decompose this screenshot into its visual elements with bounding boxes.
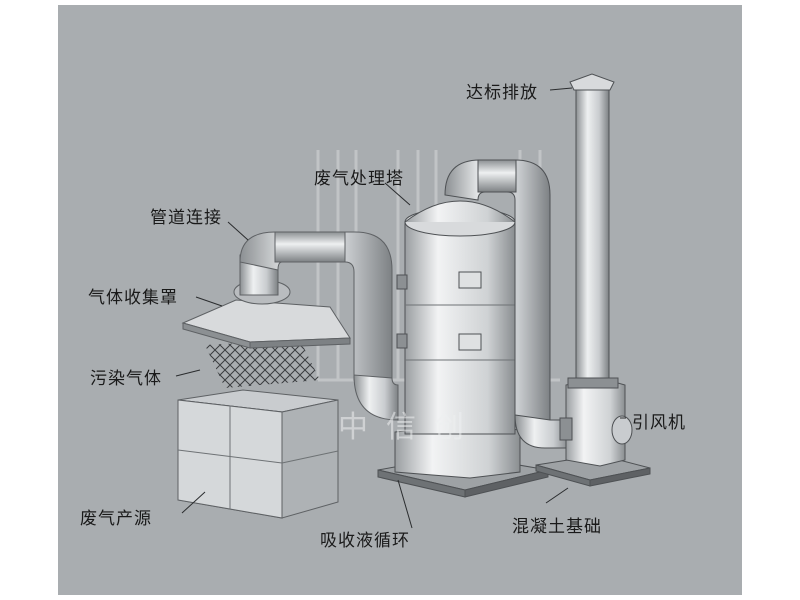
- connecting-duct: [239, 231, 399, 421]
- induced-draft-fan: [559, 377, 633, 467]
- exhaust-stack: [567, 73, 619, 389]
- label-absorption-circulation: 吸收液循环: [320, 531, 410, 551]
- background-panel: [58, 5, 742, 595]
- label-pipe-connection: 管道连接: [150, 208, 222, 228]
- label-discharge: 达标排放: [466, 83, 538, 103]
- label-concrete-foundation: 混凝土基础: [512, 517, 602, 537]
- polluted-gas-mesh: [205, 340, 320, 388]
- label-induced-fan: 引风机: [632, 413, 686, 433]
- label-gas-source: 废气产源: [80, 509, 152, 529]
- label-treatment-tower: 废气处理塔: [314, 169, 404, 189]
- watermark-text: 中信创: [338, 410, 482, 445]
- waste-gas-treatment-tower: [396, 200, 516, 435]
- outlet-duct: [444, 159, 571, 449]
- waste-gas-source-box: [177, 389, 339, 519]
- label-collection-hood: 气体收集罩: [88, 288, 178, 308]
- leader-lines: [175, 87, 626, 529]
- label-polluted-gas: 污染气体: [90, 369, 162, 389]
